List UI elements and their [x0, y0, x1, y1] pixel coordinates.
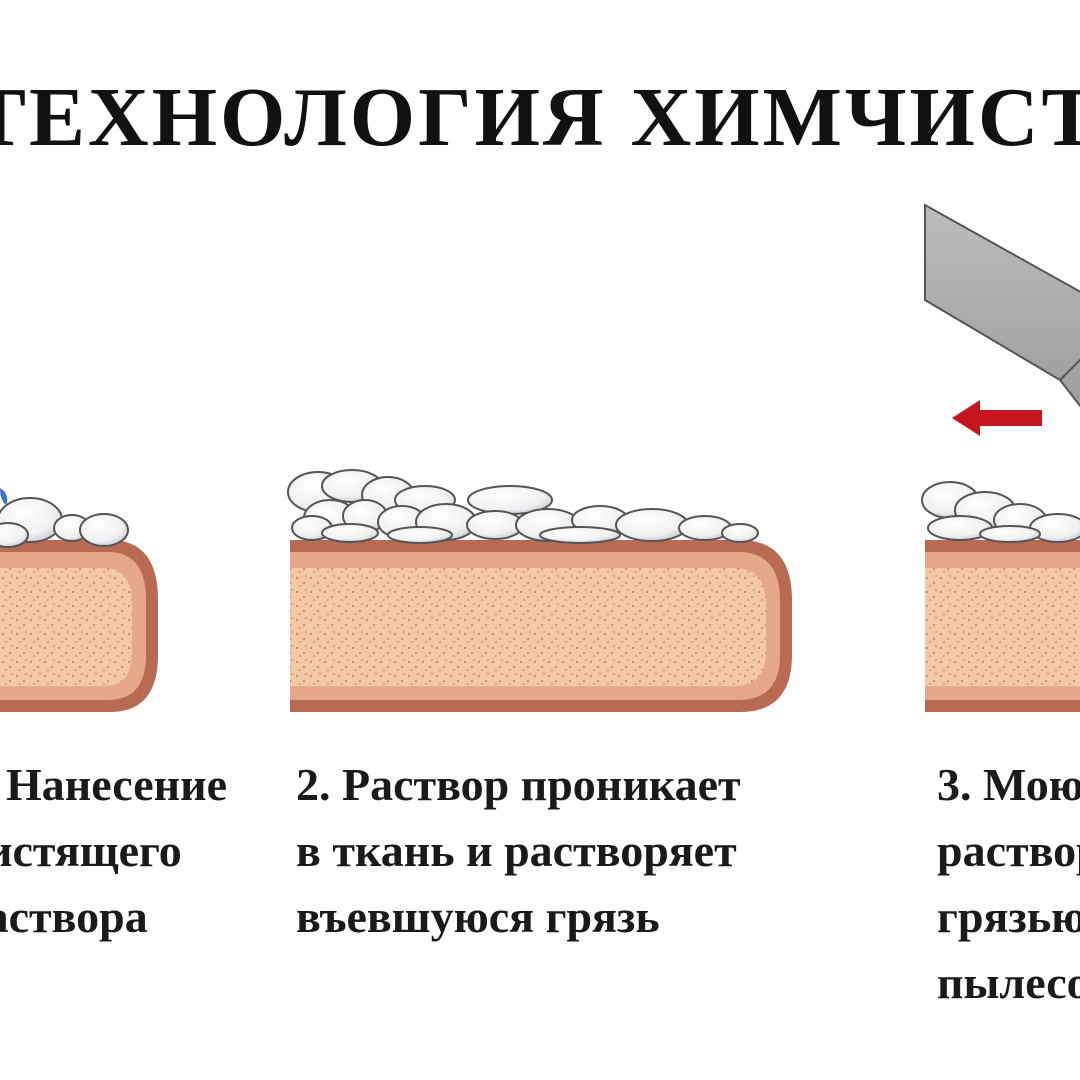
step-3-caption: 3. Моющий раствор вместе с грязью удаляе…: [937, 752, 1080, 1016]
arrow-left-icon: [952, 400, 1042, 436]
step-3-line-1: 3. Моющий: [937, 759, 1080, 810]
step-3-line-2: раствор вместе с: [937, 825, 1080, 876]
step-2-caption: 2. Раствор проникает в ткань и растворяе…: [296, 752, 741, 950]
step-3-line-4: пылесосом: [937, 957, 1080, 1008]
spray-drop-icon: [0, 488, 8, 505]
foam-bubbles-panel-2: [287, 469, 759, 544]
vacuum-nozzle-icon: [924, 203, 1080, 408]
fabric-panel-2: [290, 540, 792, 712]
step-1-caption: 1. Нанесение чистящего раствора: [0, 752, 228, 950]
step-1-line-2: чистящего: [0, 825, 182, 876]
diagram-title: ТЕХНОЛОГИЯ ХИМЧИСТКИ: [0, 71, 1080, 164]
step-2-line-1: 2. Раствор проникает: [296, 759, 741, 810]
step-2-line-2: в ткань и растворяет: [296, 825, 737, 876]
foam-bubbles-panel-1: [0, 497, 129, 548]
foam-bubbles-panel-3: [921, 481, 1080, 543]
step-1-line-1: 1. Нанесение: [0, 759, 228, 810]
step-1-line-3: раствора: [0, 891, 148, 942]
step-2-line-3: въевшуюся грязь: [296, 891, 660, 942]
fabric-panel-1: [0, 540, 158, 712]
fabric-panel-3: [925, 540, 1080, 712]
step-3-line-3: грязью удаляется: [937, 891, 1080, 942]
